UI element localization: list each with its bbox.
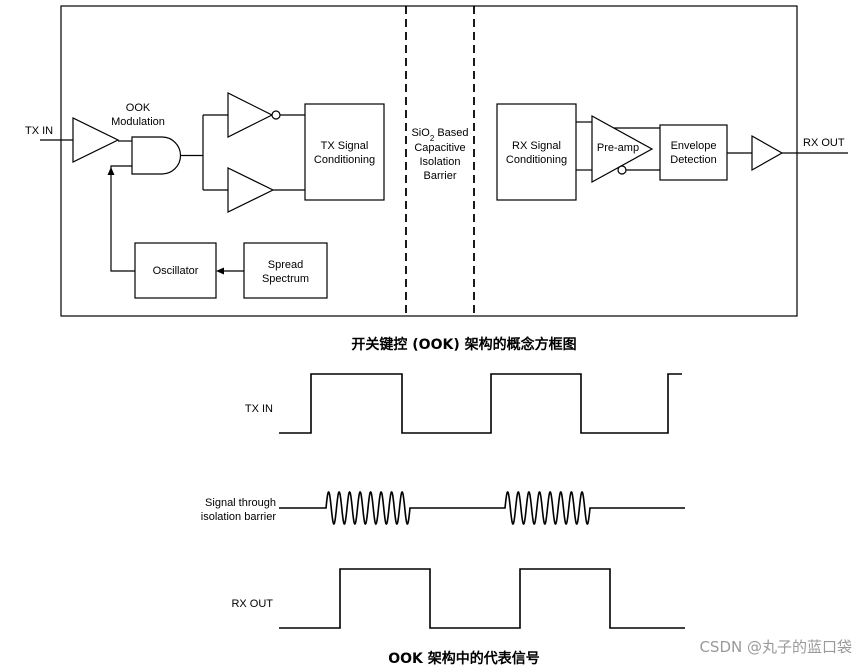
- inverter-bubble: [271, 110, 281, 120]
- barrier-line3: Isolation: [420, 156, 461, 168]
- wave-signal-label-line2: isolation barrier: [201, 511, 277, 523]
- wave-tx-in-label: TX IN: [245, 403, 273, 415]
- watermark: CSDN @丸子的蓝口袋: [699, 638, 852, 656]
- barrier-sio: SiO: [411, 127, 430, 139]
- modulation-label: Modulation: [111, 116, 165, 128]
- and-gate: [131, 136, 182, 175]
- tx-in-waveform: [279, 373, 682, 434]
- rx-out-waveform: [279, 568, 685, 629]
- pre-amp-label: Pre-amp: [597, 142, 639, 154]
- barrier-line2: Capacitive: [414, 142, 465, 154]
- barrier-line1: SiO2 Based: [411, 127, 468, 143]
- oscillator-block: [134, 242, 217, 299]
- diagram-border: [60, 5, 798, 317]
- driver-buffer-triangle: [227, 167, 275, 213]
- spread-to-oscillator-arrowhead: [216, 267, 224, 275]
- tx-conditioning-label: Conditioning: [314, 154, 375, 166]
- waveform-caption: OOK 架构中的代表信号: [388, 650, 540, 667]
- barrier-subscript: 2: [430, 134, 435, 143]
- pre-amp-bubble: [617, 165, 627, 175]
- rx-out-label: RX OUT: [803, 137, 845, 149]
- block-diagram-caption: 开关键控 (OOK) 架构的概念方框图: [351, 336, 576, 353]
- oscillator-label: Oscillator: [153, 265, 199, 277]
- barrier-line4: Barrier: [423, 170, 456, 182]
- barrier-signal-waveform: [279, 490, 685, 526]
- waveforms: TX IN Signal through isolation barrier R…: [201, 373, 685, 667]
- spread-spectrum-block: [243, 242, 328, 299]
- envelope-label: Envelope: [671, 140, 717, 152]
- output-buffer-triangle: [751, 134, 784, 172]
- detection-label: Detection: [670, 154, 716, 166]
- rx-conditioning-label: Conditioning: [506, 154, 567, 166]
- oscillator-to-and-wire: [110, 165, 135, 272]
- tx-in-label: TX IN: [25, 125, 53, 137]
- envelope-detection-block: [659, 124, 728, 181]
- tx-signal-label: TX Signal: [321, 140, 369, 152]
- rx-signal-conditioning-block: [496, 103, 577, 201]
- ook-label: OOK: [126, 102, 151, 114]
- barrier-based: Based: [434, 127, 468, 139]
- oscillator-arrowhead: [107, 167, 115, 175]
- inverter-triangle: [227, 92, 274, 138]
- tx-signal-conditioning-block: [304, 103, 385, 201]
- spectrum-label: Spectrum: [262, 273, 309, 285]
- block-diagram: TX IN OOK Modulation Oscillator Spread S…: [25, 5, 848, 353]
- wave-rx-out-label: RX OUT: [231, 598, 273, 610]
- spread-label: Spread: [268, 259, 303, 271]
- wave-signal-label-line1: Signal through: [205, 497, 276, 509]
- rx-signal-label: RX Signal: [512, 140, 561, 152]
- input-buffer-triangle: [72, 117, 120, 163]
